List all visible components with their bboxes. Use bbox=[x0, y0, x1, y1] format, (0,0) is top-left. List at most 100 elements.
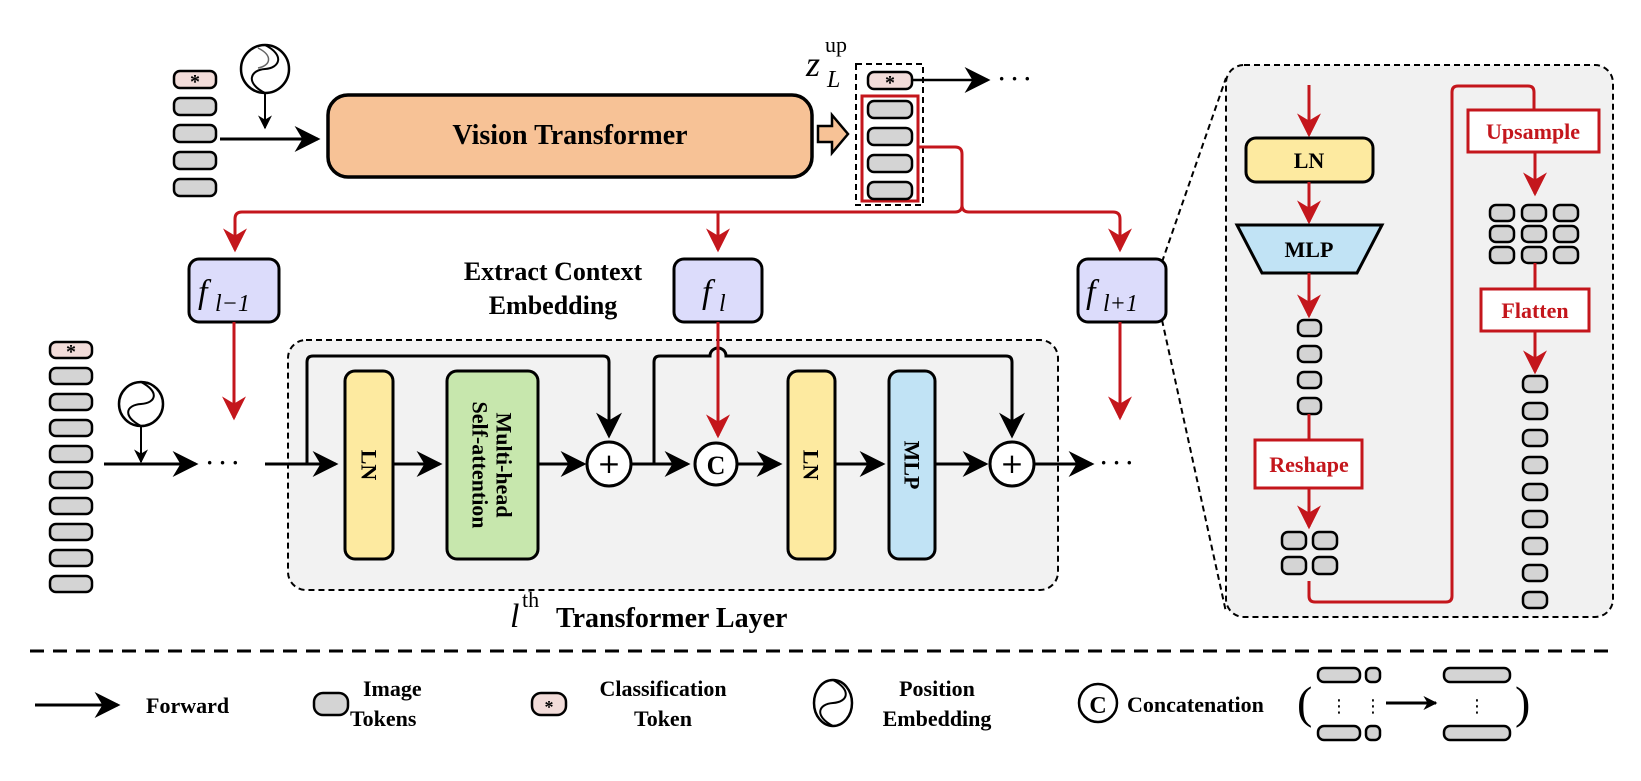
image-token bbox=[172, 96, 218, 117]
image-token bbox=[1296, 344, 1323, 364]
vit-label: Vision Transformer bbox=[452, 120, 687, 151]
legend-cls-token-icon bbox=[530, 691, 568, 717]
image-token bbox=[1520, 224, 1548, 244]
image-token bbox=[1521, 374, 1549, 394]
legend-image-token-icon bbox=[312, 691, 350, 717]
attn-label-line1: Multi-head bbox=[492, 412, 517, 517]
vdots: ⋮ bbox=[1364, 696, 1382, 717]
image-token bbox=[1311, 530, 1339, 551]
image-token bbox=[1296, 396, 1323, 416]
add-symbol: + bbox=[597, 447, 620, 480]
layer-caption: Transformer Layer bbox=[556, 603, 787, 634]
layer-ellipsis-left: · · · bbox=[206, 450, 239, 475]
legend-paren-close: ) bbox=[1515, 677, 1530, 728]
top-ellipsis: · · · bbox=[998, 66, 1031, 91]
detail-mlp-label: MLP bbox=[1285, 237, 1334, 262]
z-label-sub: L bbox=[826, 67, 840, 93]
add-symbol: + bbox=[1000, 447, 1023, 480]
image-token bbox=[1488, 203, 1516, 223]
image-token bbox=[1521, 536, 1549, 556]
f-next-box: f l+1 bbox=[1076, 257, 1168, 324]
f-prev-box: f l−1 bbox=[187, 257, 281, 324]
ln2-label: LN bbox=[799, 450, 824, 481]
context-route-prev bbox=[223, 145, 964, 253]
legend-cls-line2: Token bbox=[634, 706, 692, 731]
upsample-label: Upsample bbox=[1486, 119, 1580, 144]
add-node-2: + bbox=[988, 440, 1036, 488]
image-token bbox=[1552, 245, 1580, 265]
detail-2x2-tokens bbox=[1280, 530, 1339, 576]
legend-pos-line2: Embedding bbox=[883, 706, 992, 731]
flatten-block bbox=[1479, 287, 1591, 333]
context-title-line1: Extract Context bbox=[464, 257, 643, 286]
detail-mlp-block bbox=[1234, 223, 1385, 275]
detail-reduced-tokens bbox=[1296, 318, 1323, 416]
vision-transformer-block bbox=[326, 93, 814, 179]
legend-position-embedding-icon bbox=[812, 678, 854, 728]
layer-caption-math: l bbox=[510, 598, 519, 635]
token-b-bottom bbox=[1364, 724, 1382, 742]
z-label-sup: up bbox=[825, 32, 847, 57]
image-token bbox=[1552, 203, 1580, 223]
cls-token bbox=[48, 340, 94, 360]
image-token bbox=[1296, 318, 1323, 338]
image-token bbox=[866, 99, 914, 120]
image-token bbox=[48, 522, 94, 542]
image-token bbox=[1552, 224, 1580, 244]
image-token bbox=[1488, 245, 1516, 265]
reshape-label: Reshape bbox=[1269, 452, 1349, 477]
mlp-label: MLP bbox=[900, 441, 925, 490]
token-c-top bbox=[1442, 666, 1512, 684]
legend-image-tokens-line1: Image bbox=[363, 676, 422, 701]
f-sub: l−1 bbox=[215, 291, 250, 317]
legend-cls-line1: Classification bbox=[599, 676, 726, 701]
image-token bbox=[48, 574, 94, 594]
detail-route bbox=[1307, 84, 1536, 604]
legend-concat-label: Concatenation bbox=[1127, 692, 1264, 717]
image-token bbox=[1521, 509, 1549, 529]
attn-label-line2: Self-attention bbox=[468, 401, 493, 528]
top-input-tokens: * bbox=[172, 69, 218, 198]
layer-caption-sup: th bbox=[522, 587, 539, 612]
image-token bbox=[48, 444, 94, 464]
context-route-next bbox=[960, 204, 1132, 253]
token-b-top bbox=[1364, 666, 1382, 684]
z-label: z bbox=[805, 44, 820, 84]
legend-concat-diagram: ⋮ ⋮ ⋮ bbox=[1316, 666, 1512, 742]
image-token bbox=[1296, 370, 1323, 390]
image-token bbox=[1280, 555, 1308, 576]
image-token bbox=[172, 177, 218, 198]
layer-ellipsis-right: · · · bbox=[1100, 450, 1133, 475]
zoom-guide-top bbox=[1161, 77, 1227, 263]
image-token bbox=[48, 392, 94, 412]
image-token bbox=[1521, 455, 1549, 475]
image-token bbox=[48, 548, 94, 568]
vdots: ⋮ bbox=[1468, 696, 1486, 717]
image-token bbox=[1311, 555, 1339, 576]
image-token bbox=[1521, 482, 1549, 502]
add-node-1: + bbox=[585, 440, 633, 488]
layer-input-tokens: * bbox=[48, 340, 94, 594]
vdots: ⋮ bbox=[1330, 696, 1348, 717]
image-token bbox=[1520, 203, 1548, 223]
concat-symbol: C bbox=[1089, 693, 1106, 719]
cls-symbol: * bbox=[190, 71, 200, 93]
legend-pos-line1: Position bbox=[899, 676, 975, 701]
image-token bbox=[866, 153, 914, 174]
token-a-bottom bbox=[1316, 724, 1362, 742]
zoom-guide-bottom bbox=[1161, 319, 1227, 613]
image-token bbox=[48, 470, 94, 490]
legend: Forward Image Tokens * Classification To… bbox=[35, 666, 1530, 742]
cls-token bbox=[172, 69, 218, 90]
image-token bbox=[172, 123, 218, 144]
image-token bbox=[866, 126, 914, 147]
detail-3x3-tokens bbox=[1488, 203, 1580, 265]
token-a-top bbox=[1316, 666, 1362, 684]
image-token bbox=[1520, 245, 1548, 265]
image-token bbox=[1521, 428, 1549, 448]
cls-symbol: * bbox=[885, 72, 895, 94]
legend-paren-open: ( bbox=[1297, 677, 1312, 728]
detail-ln-label: LN bbox=[1294, 148, 1325, 173]
legend-concat-icon: C bbox=[1077, 682, 1119, 724]
